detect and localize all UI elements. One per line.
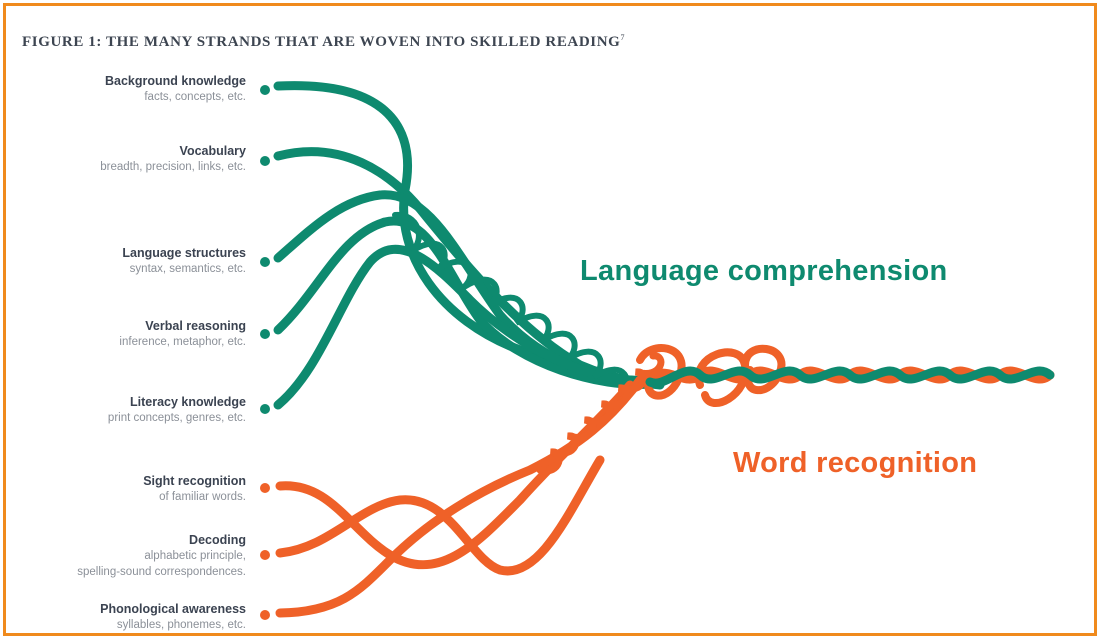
strand-name: Phonological awareness [100,602,246,616]
strand-label-sight-recognition: Sight recognition of familiar words. [143,473,246,505]
strand-desc: alphabetic principle, [144,550,246,562]
strand-dot-language-2 [260,257,270,267]
strand-dots [260,85,270,620]
language-strands [273,81,665,410]
strand-dot-word-1 [260,550,270,560]
strand-name: Language structures [122,246,246,260]
strand-desc: inference, metaphor, etc. [119,336,246,348]
strand-name: Vocabulary [179,144,246,158]
rope-language-strand [645,366,1055,388]
strand-dot-language-3 [260,329,270,339]
strand-label-phonological-awareness: Phonological awareness syllables, phonem… [100,601,246,633]
strand-label-literacy-knowledge: Literacy knowledge print concepts, genre… [108,394,246,426]
strand-label-verbal-reasoning: Verbal reasoning inference, metaphor, et… [119,318,246,350]
word-strands [275,352,665,618]
strand-desc: of familiar words. [159,491,246,503]
strand-label-vocabulary: Vocabulary breadth, precision, links, et… [100,143,246,175]
strand-desc: print concepts, genres, etc. [107,412,246,424]
strand-name: Background knowledge [105,74,246,88]
strand-desc-2: spelling-sound correspondences. [77,566,246,578]
strand-desc: breadth, precision, links, etc. [100,161,246,173]
language-coil [392,211,630,398]
footnote-marker: 7 [620,33,626,42]
strand-label-background-knowledge: Background knowledge facts, concepts, et… [105,73,246,105]
figure-title-text: FIGURE 1: THE MANY STRANDS THAT ARE WOVE… [22,34,621,50]
strand-desc: syllables, phonemes, etc. [116,619,246,631]
figure-frame [3,3,1097,636]
strand-name: Verbal reasoning [145,319,246,333]
strand-label-decoding: Decoding alphabetic principle, spelling-… [77,532,246,580]
combined-rope [636,344,1055,407]
strand-verbal-reasoning [273,216,655,389]
strand-background-knowledge [273,81,655,387]
strand-dot-language-0 [260,85,270,95]
strand-decoding [275,455,605,576]
word-coil [536,352,665,475]
strand-literacy-knowledge [273,245,655,410]
strand-phonological-awareness [275,375,645,618]
figure-title: FIGURE 1: THE MANY STRANDS THAT ARE WOVE… [22,33,626,51]
strand-desc: facts, concepts, etc. [144,91,246,103]
strand-desc: syntax, semantics, etc. [129,263,246,275]
strand-dot-word-0 [260,483,270,493]
strand-dot-language-1 [260,156,270,166]
strand-name: Decoding [189,533,246,547]
language-comprehension-label: Language comprehension [580,255,948,287]
strand-dot-word-2 [260,610,270,620]
strand-dot-language-4 [260,404,270,414]
strand-name: Sight recognition [143,474,246,488]
strand-label-language-structures: Language structures syntax, semantics, e… [122,245,246,277]
strand-name: Literacy knowledge [129,395,246,409]
word-recognition-label: Word recognition [733,447,978,479]
